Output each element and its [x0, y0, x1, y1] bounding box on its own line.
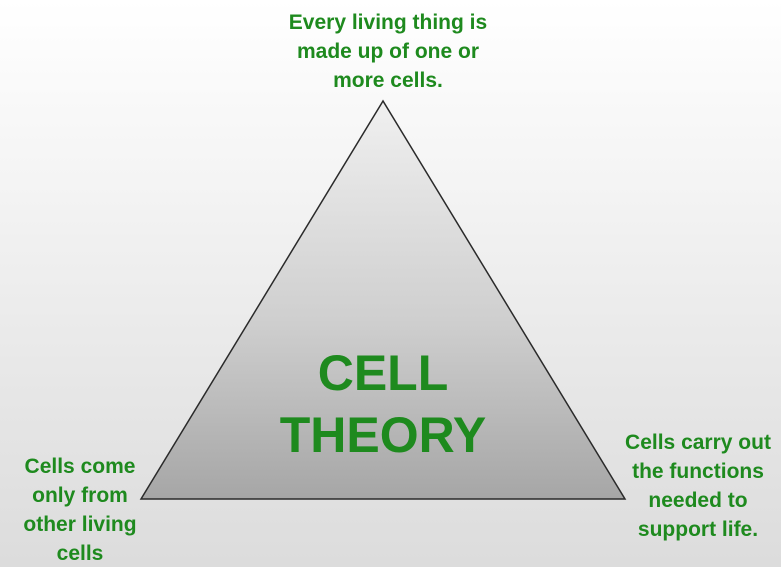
left-vertex-label: Cells come only from other living cells	[0, 452, 160, 568]
right-vertex-line: needed to	[648, 489, 748, 512]
left-vertex-line: other living	[23, 513, 137, 536]
top-vertex-line: Every living thing is	[288, 11, 488, 34]
title-line: CELL	[317, 345, 449, 401]
title-line: THEORY	[279, 407, 487, 463]
cell-theory-triangle	[139, 99, 627, 500]
left-vertex-line: only from	[32, 484, 128, 507]
right-vertex-label: Cells carry out the functions needed to …	[610, 428, 781, 544]
top-vertex-line: made up of one or	[296, 40, 479, 63]
top-vertex-label: Every living thing is made up of one or …	[238, 8, 538, 95]
left-vertex-line: Cells come	[24, 455, 136, 478]
top-vertex-line: more cells.	[333, 69, 443, 92]
right-vertex-line: support life.	[637, 518, 759, 541]
cell-theory-title: CELL THEORY	[233, 342, 533, 466]
left-vertex-line: cells	[56, 542, 104, 565]
right-vertex-line: the functions	[632, 460, 764, 483]
right-vertex-line: Cells carry out	[625, 431, 771, 454]
